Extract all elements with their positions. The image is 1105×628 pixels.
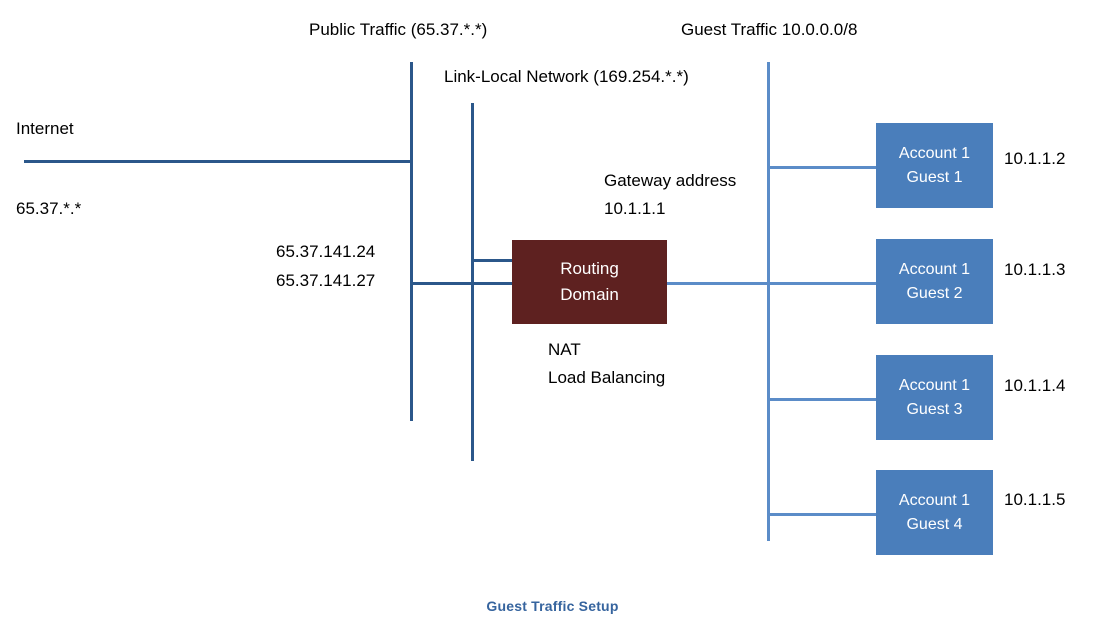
guest-connector-line-2 (767, 282, 879, 285)
internet-subnet-label: 65.37.*.* (16, 199, 82, 218)
router-function-load-balancing-label: Load Balancing (548, 368, 666, 387)
routing-domain-box[interactable]: Routing Domain (512, 240, 667, 324)
router-uplink-line-1 (471, 259, 515, 262)
guest-4-ip-label: 10.1.1.5 (1004, 490, 1066, 509)
routing-domain-title-line-1: Routing (560, 258, 619, 278)
public-traffic-trunk-label: Public Traffic (65.37.*.*) (309, 20, 488, 39)
guest-3-name: Guest 3 (906, 400, 963, 418)
guest-4-name: Guest 4 (906, 515, 963, 533)
guest-box-2[interactable]: Account 1 Guest 2 (876, 239, 993, 324)
public-ip-2-label: 65.37.141.27 (276, 271, 376, 290)
public-traffic-trunk-line (410, 62, 413, 421)
gateway-address-label: Gateway address (604, 171, 737, 190)
guest-2-ip-label: 10.1.1.3 (1004, 260, 1066, 279)
guest-1-ip-label: 10.1.1.2 (1004, 149, 1066, 168)
gateway-address-value: 10.1.1.1 (604, 199, 666, 218)
router-to-guest-trunk-line (665, 282, 770, 285)
router-function-nat-label: NAT (548, 340, 581, 359)
link-local-trunk-label: Link-Local Network (169.254.*.*) (444, 67, 689, 86)
guest-1-account: Account 1 (898, 144, 971, 162)
router-uplink-line-2 (410, 282, 515, 285)
guest-3-account: Account 1 (898, 376, 971, 394)
guest-4-account: Account 1 (898, 491, 971, 509)
routing-domain-title-line-2: Domain (560, 285, 619, 304)
guest-connector-line-3 (767, 398, 879, 401)
guest-traffic-trunk-label: Guest Traffic 10.0.0.0/8 (681, 20, 858, 39)
public-ip-1-label: 65.37.141.24 (276, 242, 376, 261)
diagram-caption: Guest Traffic Setup (486, 598, 619, 614)
guest-2-account: Account 1 (898, 260, 971, 278)
guest-1-name: Guest 1 (906, 168, 963, 186)
guest-traffic-trunk-line (767, 62, 770, 541)
guest-2-name: Guest 2 (906, 284, 963, 302)
guest-3-ip-label: 10.1.1.4 (1004, 376, 1066, 395)
guest-box-1[interactable]: Account 1 Guest 1 (876, 123, 993, 208)
guest-connector-line-1 (767, 166, 879, 169)
guest-box-3[interactable]: Account 1 Guest 3 (876, 355, 993, 440)
internet-label: Internet (16, 119, 74, 138)
guest-connector-line-4 (767, 513, 879, 516)
internet-connector-line (24, 160, 413, 163)
guest-box-4[interactable]: Account 1 Guest 4 (876, 470, 993, 555)
